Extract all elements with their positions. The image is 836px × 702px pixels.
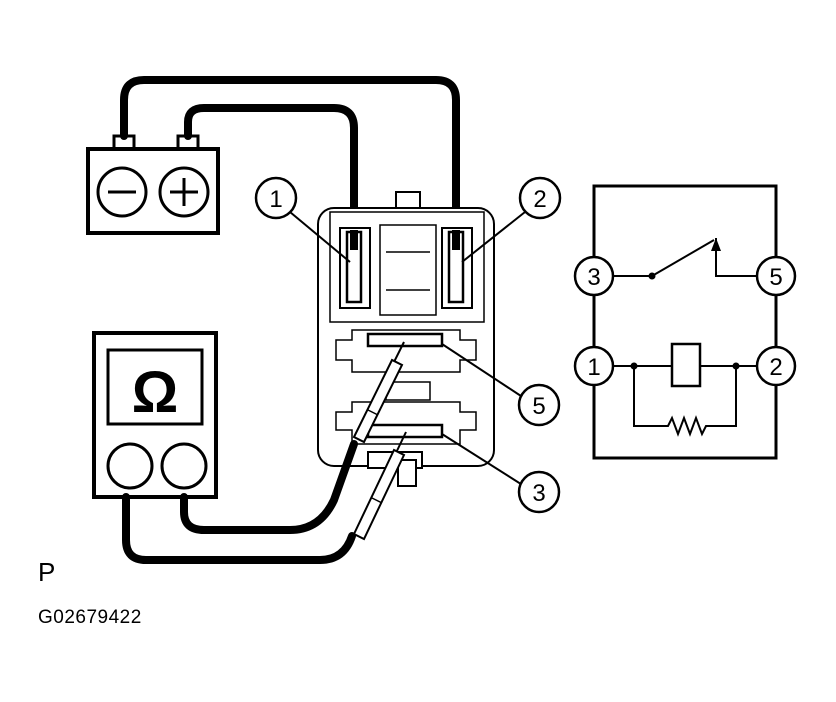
- battery: [86, 134, 220, 235]
- schematic-coil: [670, 342, 702, 388]
- schematic-terminal-5: [755, 255, 797, 297]
- battery-positive-lead: [184, 104, 358, 236]
- callout-3: 3: [441, 433, 561, 514]
- view-letter: P: [38, 557, 56, 587]
- probe-lower: [352, 431, 407, 541]
- svg-text:3: 3: [532, 480, 545, 507]
- figure-code: G02679422: [38, 607, 142, 628]
- relay-schematic: 3 5 1 2: [573, 184, 797, 460]
- ohmmeter-jack-left: [106, 442, 154, 490]
- ohmmeter-jack-right: [160, 442, 208, 490]
- callout-1: 1: [254, 176, 351, 263]
- svg-text:1: 1: [269, 186, 282, 213]
- schematic-terminal-1: [573, 345, 615, 387]
- ohmmeter-lead-upper: [180, 440, 358, 534]
- ohmmeter: Ω: [92, 331, 218, 499]
- schematic-resistor: [633, 366, 737, 437]
- svg-text:2: 2: [533, 186, 546, 213]
- ohm-icon: Ω: [132, 360, 179, 425]
- svg-text:5: 5: [532, 393, 545, 420]
- callout-2: 2: [461, 176, 562, 263]
- svg-text:2: 2: [769, 354, 782, 381]
- battery-negative-lead: [120, 76, 460, 236]
- svg-text:1: 1: [587, 354, 600, 381]
- relay: [317, 191, 495, 487]
- schematic-switch-contact: [651, 239, 715, 277]
- svg-text:5: 5: [769, 264, 782, 291]
- callout-5: 5: [441, 343, 561, 427]
- schematic-terminal-3: [573, 255, 615, 297]
- schematic-terminal-2: [755, 345, 797, 387]
- svg-text:3: 3: [587, 264, 600, 291]
- relay-pin-5: [366, 332, 444, 348]
- probe-upper: [352, 341, 405, 444]
- ohmmeter-display: [106, 348, 204, 426]
- ohmmeter-lead-lower: [122, 493, 356, 564]
